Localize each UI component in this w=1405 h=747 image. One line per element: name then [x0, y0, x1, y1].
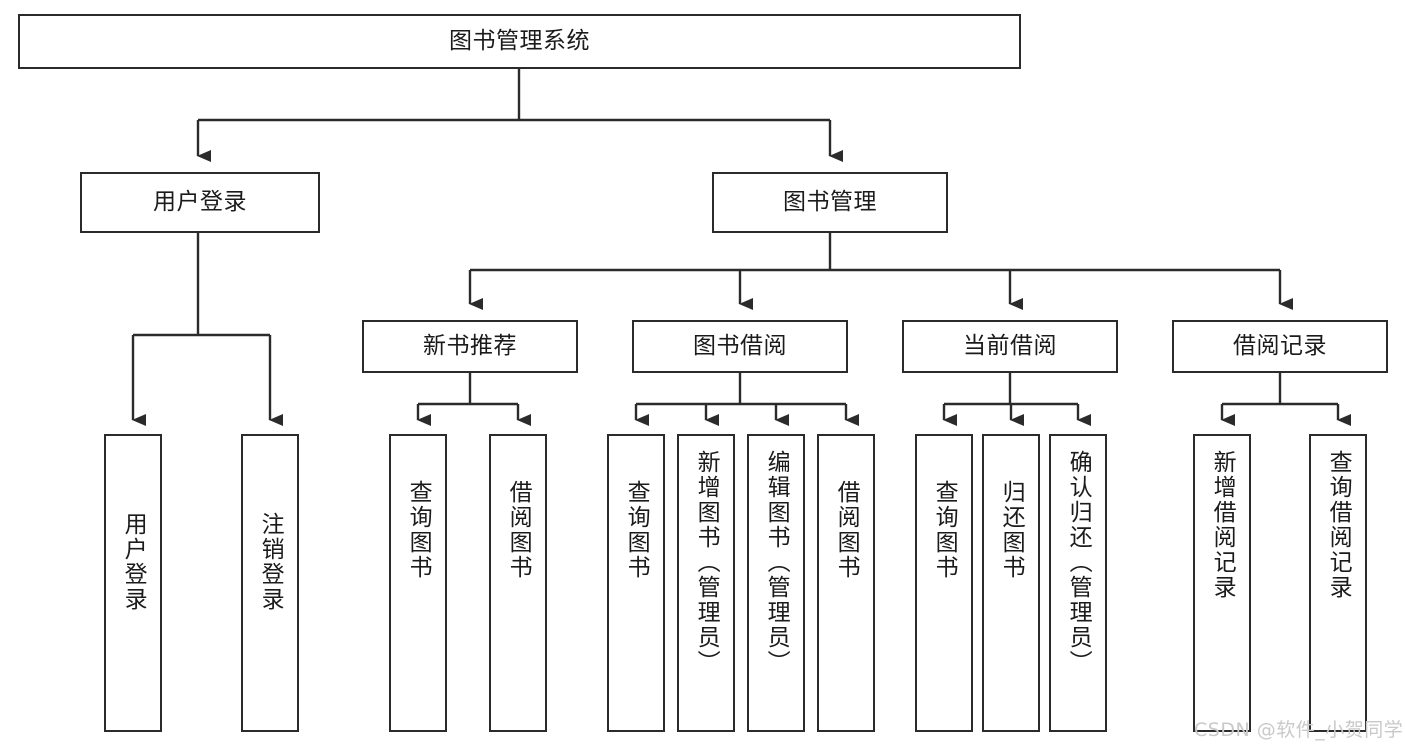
leaf-bb-add-book[interactable]: 新增图书（管理员） — [677, 434, 735, 732]
node-book-management[interactable]: 图书管理 — [712, 172, 948, 233]
node-label: 新书推荐 — [423, 332, 517, 359]
node-root-system[interactable]: 图书管理系统 — [18, 14, 1021, 69]
node-book-borrow[interactable]: 图书借阅 — [632, 320, 848, 373]
node-label: 借阅记录 — [1233, 332, 1327, 359]
node-label: 归还图书 — [998, 480, 1025, 580]
leaf-cb-return-book[interactable]: 归还图书 — [982, 434, 1040, 732]
node-label: 确认归还（管理员） — [1065, 450, 1092, 675]
node-label: 用户登录 — [153, 188, 247, 215]
leaf-nb-query-book[interactable]: 查询图书 — [389, 434, 447, 732]
node-label: 新增借阅记录 — [1209, 450, 1236, 600]
node-label: 借阅图书 — [833, 480, 860, 580]
leaf-cb-query-book[interactable]: 查询图书 — [915, 434, 973, 732]
node-label: 查询图书 — [405, 480, 432, 580]
node-current-borrow[interactable]: 当前借阅 — [902, 320, 1118, 373]
node-label: 图书借阅 — [693, 332, 787, 359]
leaf-logout[interactable]: 注销登录 — [241, 434, 299, 732]
node-label: 用户登录 — [120, 512, 147, 612]
node-label: 查询借阅记录 — [1325, 450, 1352, 600]
node-label: 新增图书（管理员） — [693, 450, 720, 675]
leaf-bb-borrow-book[interactable]: 借阅图书 — [817, 434, 875, 732]
node-label: 注销登录 — [257, 512, 284, 612]
leaf-cb-confirm-return[interactable]: 确认归还（管理员） — [1049, 434, 1107, 732]
leaf-br-query-record[interactable]: 查询借阅记录 — [1309, 434, 1367, 732]
leaf-user-login[interactable]: 用户登录 — [104, 434, 162, 732]
node-label: 图书管理系统 — [449, 27, 590, 54]
leaf-br-add-record[interactable]: 新增借阅记录 — [1193, 434, 1251, 732]
node-label: 编辑图书（管理员） — [763, 450, 790, 675]
node-new-book-recommend[interactable]: 新书推荐 — [362, 320, 578, 373]
leaf-nb-borrow-book[interactable]: 借阅图书 — [489, 434, 547, 732]
csdn-watermark: CSDN @软件_小贺同学 — [1194, 719, 1404, 741]
node-label: 图书管理 — [783, 188, 877, 215]
node-user-login[interactable]: 用户登录 — [80, 172, 320, 233]
node-label: 查询图书 — [931, 480, 958, 580]
node-label: 查询图书 — [623, 480, 650, 580]
node-borrow-record[interactable]: 借阅记录 — [1172, 320, 1388, 373]
node-label: 借阅图书 — [505, 480, 532, 580]
leaf-bb-edit-book[interactable]: 编辑图书（管理员） — [747, 434, 805, 732]
node-label: 当前借阅 — [963, 332, 1057, 359]
leaf-bb-query-book[interactable]: 查询图书 — [607, 434, 665, 732]
